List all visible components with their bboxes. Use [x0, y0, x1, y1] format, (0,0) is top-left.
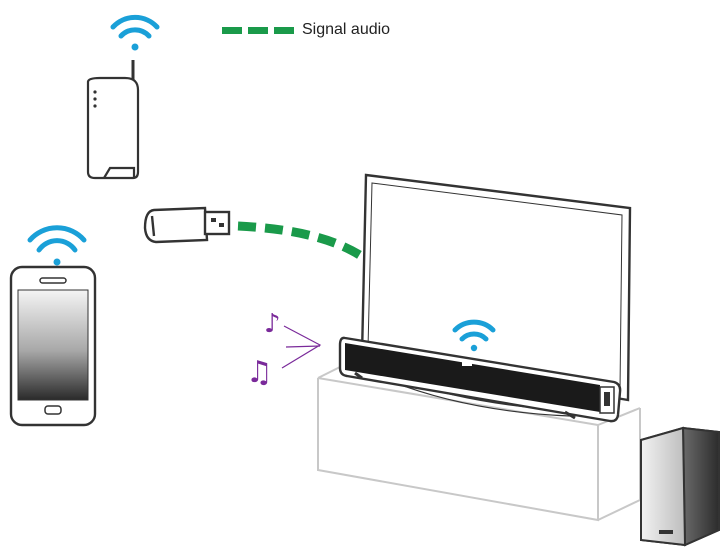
phone-wifi-icon [27, 225, 87, 266]
soundbar-wifi-icon [452, 319, 496, 352]
smartphone-icon [9, 225, 97, 427]
music-note-icon: ♪ ♫ [246, 309, 322, 390]
usb-dongle-icon [143, 206, 231, 244]
legend-dashed-line [222, 26, 294, 34]
wifi-router-icon [86, 14, 160, 180]
soundbar-icon [338, 319, 622, 423]
subwoofer-icon [640, 426, 720, 547]
svg-text:♪: ♪ [264, 309, 281, 339]
svg-text:♫: ♫ [246, 355, 273, 390]
legend: Signal audio [222, 18, 390, 42]
legend-label: Signal audio [302, 21, 391, 38]
router-wifi-icon [110, 14, 160, 51]
